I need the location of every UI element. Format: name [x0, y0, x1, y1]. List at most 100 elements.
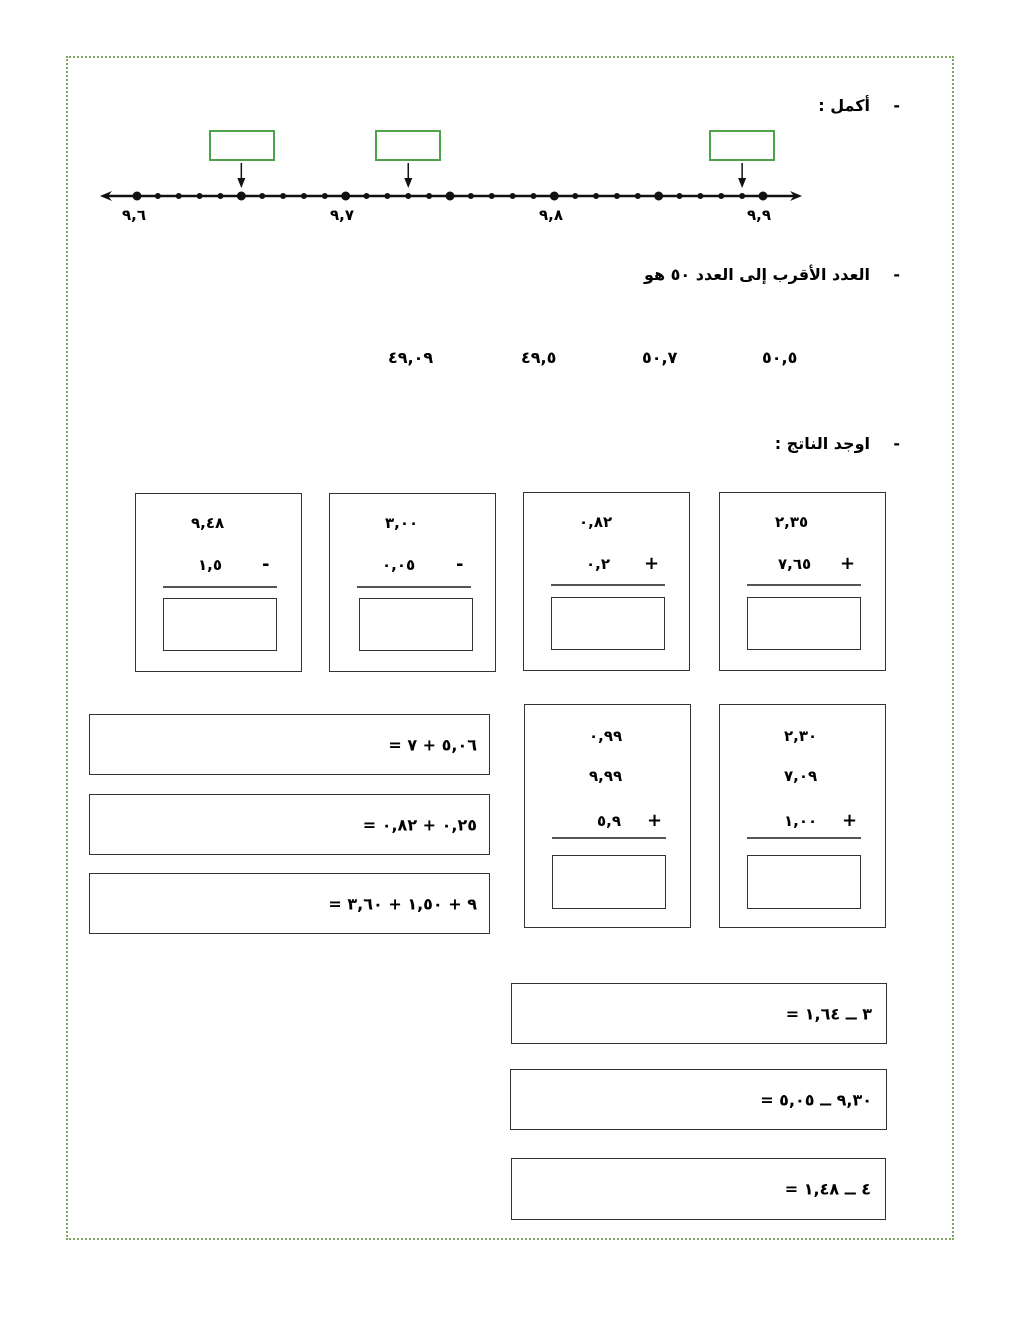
equation-text: ٤ ــ ١,٤٨ = [784, 1179, 871, 1199]
equation-text: ٠,٢٥ + ٠,٨٢ = [362, 815, 477, 834]
number-line-label: ٩,٩ [747, 206, 772, 224]
sum-line [747, 584, 861, 586]
minor-tick-dot [321, 193, 328, 199]
equation-box[interactable]: ٩ + ١,٥٠ + ٣,٦٠ = [89, 873, 490, 934]
section2-title: العدد الأقرب إلى العدد ٥٠ هو [643, 265, 870, 284]
addend-2: ٩,٩٩ [589, 767, 623, 785]
pointer-arrow-icon [237, 178, 246, 188]
equation-text: ٩,٣٠ ــ ٥,٠٥ = [760, 1090, 872, 1109]
minus-sign: - [456, 554, 464, 575]
pointer-arrow-icon [738, 178, 747, 188]
vertical-problem-card: ٩,٤٨ ١,٥ - [135, 493, 302, 672]
minor-tick-dot [634, 193, 641, 199]
plus-sign: + [644, 553, 660, 574]
major-tick-dot [132, 191, 142, 201]
minor-tick-dot [593, 193, 600, 199]
major-tick-dot [758, 191, 768, 201]
minor-tick-dot [530, 193, 537, 199]
major-tick-dot [445, 191, 455, 201]
number-line-answer-box-2[interactable] [375, 130, 441, 161]
section1-title: أكمل : [818, 96, 870, 115]
pointer-arrow-icon [404, 178, 413, 188]
left-arrowhead-icon [100, 191, 112, 201]
choice-option[interactable]: ٤٩,٥ [521, 348, 557, 367]
top-number: ٣,٠٠ [385, 514, 419, 532]
number-line-answer-box-3[interactable] [709, 130, 775, 161]
difference-line [357, 586, 471, 588]
minor-tick-dot [300, 193, 307, 199]
minor-tick-dot [697, 193, 704, 199]
answer-box[interactable] [747, 855, 861, 909]
minor-tick-dot [217, 193, 224, 199]
minor-tick-dot [196, 193, 203, 199]
vertical-problem-card: ٢,٣٠ ٧,٠٩ ١,٠٠ + [719, 704, 886, 928]
minor-tick-dot [509, 193, 516, 199]
answer-box[interactable] [163, 598, 277, 651]
plus-sign: + [647, 810, 663, 831]
answer-box[interactable] [552, 855, 666, 909]
bottom-number: ٠,٠٥ [382, 556, 416, 574]
section1-heading: - أكمل : [818, 96, 900, 115]
minor-tick-dot [259, 193, 266, 199]
number-line [100, 163, 802, 201]
choice-option[interactable]: ٥٠,٧ [642, 348, 678, 367]
minor-tick-dot [718, 193, 725, 199]
bottom-number: ١,٥ [198, 556, 223, 574]
bottom-number: ٠,٢ [586, 555, 611, 573]
plus-sign: + [840, 553, 856, 574]
equation-box[interactable]: ٠,٢٥ + ٠,٨٢ = [89, 794, 490, 855]
sum-line [552, 837, 666, 839]
equation-box[interactable]: ٥,٠٦ + ٧ = [89, 714, 490, 775]
minor-tick-dot [488, 193, 495, 199]
bullet-dash: - [893, 434, 900, 453]
vertical-problem-card: ٠,٨٢ ٠,٢ + [523, 492, 690, 671]
equation-box[interactable]: ٣ ــ ١,٦٤ = [511, 983, 887, 1044]
number-line-label: ٩,٦ [122, 206, 147, 224]
top-number: ٢,٣٥ [775, 513, 809, 531]
answer-box[interactable] [747, 597, 861, 650]
bullet-dash: - [893, 96, 900, 115]
minor-tick-dot [363, 193, 370, 199]
major-tick-dot [549, 191, 559, 201]
minor-tick-dot [384, 193, 391, 199]
number-line-answer-box-1[interactable] [209, 130, 275, 161]
minor-tick-dot [405, 193, 412, 199]
equation-text: ٣ ــ ١,٦٤ = [785, 1004, 872, 1023]
answer-box[interactable] [551, 597, 665, 650]
minor-tick-dot [467, 193, 474, 199]
choice-option[interactable]: ٤٩,٠٩ [388, 348, 434, 367]
section3-heading: -اوجد الناتج : [775, 434, 900, 453]
major-tick-dot [654, 191, 664, 201]
sum-line [551, 584, 665, 586]
minor-tick-dot [739, 193, 746, 199]
minus-sign: - [262, 554, 270, 575]
number-line-label: ٩,٧ [330, 206, 355, 224]
answer-box[interactable] [359, 598, 473, 651]
minor-tick-dot [613, 193, 620, 199]
addend-2: ٧,٠٩ [784, 767, 818, 785]
choice-option[interactable]: ٥٠,٥ [762, 348, 798, 367]
minor-tick-dot [154, 193, 161, 199]
vertical-problem-card: ٠,٩٩ ٩,٩٩ ٥,٩ + [524, 704, 691, 928]
bottom-number: ٧,٦٥ [778, 555, 812, 573]
page-frame [66, 56, 954, 1240]
minor-tick-dot [676, 193, 683, 199]
equation-box[interactable]: ٤ ــ ١,٤٨ = [511, 1158, 886, 1220]
minor-tick-dot [426, 193, 433, 199]
equation-box[interactable]: ٩,٣٠ ــ ٥,٠٥ = [510, 1069, 887, 1130]
top-number: ٩,٤٨ [191, 514, 225, 532]
vertical-problem-card: ٣,٠٠ ٠,٠٥ - [329, 493, 496, 672]
right-arrowhead-icon [790, 191, 802, 201]
difference-line [163, 586, 277, 588]
addend-3: ١,٠٠ [784, 812, 818, 830]
number-line-label: ٩,٨ [539, 206, 564, 224]
section2-heading: -العدد الأقرب إلى العدد ٥٠ هو [644, 265, 900, 284]
major-tick-dot [341, 191, 351, 201]
addend-1: ٢,٣٠ [784, 727, 818, 745]
vertical-problem-card: ٢,٣٥ ٧,٦٥ + [719, 492, 886, 671]
addend-3: ٥,٩ [597, 812, 622, 830]
sum-line [747, 837, 861, 839]
plus-sign: + [842, 810, 858, 831]
major-tick-dot [236, 191, 246, 201]
minor-tick-dot [572, 193, 579, 199]
